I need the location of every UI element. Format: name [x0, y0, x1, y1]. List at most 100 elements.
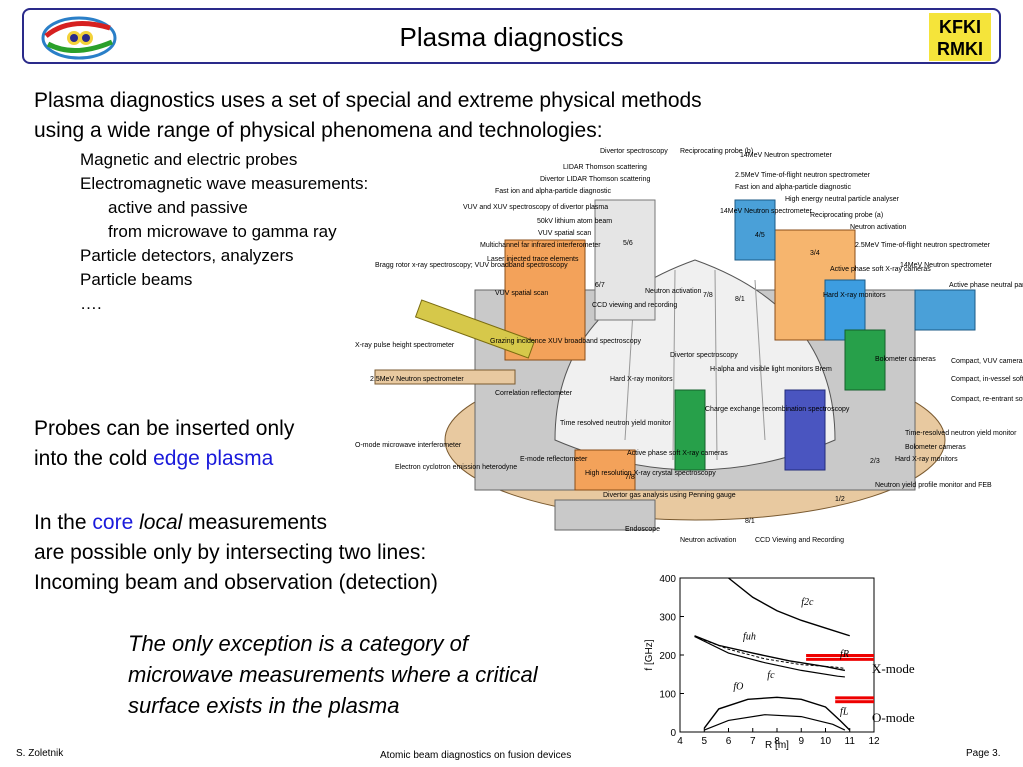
- tokamak-label: Compact, re-entrant soft x-ray camera: [951, 396, 1023, 403]
- footer-author: S. Zoletnik: [16, 748, 64, 759]
- x-tick-label: 6: [726, 736, 732, 747]
- x-tick-label: 7: [750, 736, 756, 747]
- tokamak-label: Neutron yield profile monitor and FEB: [875, 482, 992, 489]
- tokamak-label: Compact, in-vessel soft x-ray camera: [951, 376, 1023, 383]
- tokamak-label: E-mode reflectometer: [520, 456, 588, 463]
- tokamak-drawing: [374, 199, 976, 531]
- x-tick-label: 4: [677, 736, 683, 747]
- intro-text: Plasma diagnostics uses a set of special…: [34, 89, 702, 142]
- tokamak-label: Divertor LIDAR Thomson scattering: [540, 176, 651, 183]
- x-axis-label: R [m]: [765, 740, 789, 750]
- tokamak-label: VUV and XUV spectroscopy of divertor pla…: [463, 204, 609, 211]
- edge-plasma-highlight: edge plasma: [153, 447, 274, 470]
- curve-label: fO: [733, 682, 743, 693]
- tokamak-label: Reciprocating probe (a): [810, 212, 884, 219]
- tokamak-label: 8/1: [735, 296, 745, 303]
- tokamak-label: Electron cyclotron emission heterodyne: [395, 464, 518, 471]
- o-mode-label: O-mode: [872, 710, 915, 725]
- o-mode-arrow: [835, 700, 874, 704]
- y-tick-label: 400: [659, 574, 676, 585]
- list-subitem: from microwave to gamma ray: [108, 222, 337, 241]
- y-tick-label: 300: [659, 613, 676, 624]
- tokamak-label: 14MeV Neutron spectrometer: [720, 208, 812, 215]
- exception-text: The only exception is a category of micr…: [128, 631, 538, 718]
- tokamak-label: O-mode microwave interferometer: [355, 442, 462, 449]
- tokamak-label: CCD viewing and recording: [592, 302, 678, 309]
- footer-page: Page 3.: [966, 748, 1001, 759]
- curve-fc: [694, 635, 845, 678]
- x-tick-label: 5: [701, 736, 707, 747]
- tokamak-label: Neutron activation: [680, 537, 737, 544]
- tokamak-label: X-ray pulse height spectrometer: [355, 342, 455, 349]
- tokamak-label: 8/1: [745, 518, 755, 525]
- tokamak-label: 2.5MeV Time-of-flight neutron spectromet…: [735, 172, 871, 179]
- tokamak-label: 6/7: [595, 282, 605, 289]
- y-tick-label: 200: [659, 651, 676, 662]
- tokamak-label: Divertor spectroscopy: [670, 352, 738, 359]
- tokamak-label: Grazing incidence XUV broadband spectros…: [490, 338, 641, 345]
- tokamak-label: 14MeV Neutron spectrometer: [740, 152, 832, 159]
- tokamak-label: Hard X-ray monitors: [610, 376, 673, 383]
- tokamak-label: High energy neutral particle analyser: [785, 196, 900, 203]
- tokamak-label: High resolution X-ray crystal spectrosco…: [585, 470, 716, 477]
- list-item: Magnetic and electric probes: [80, 150, 298, 169]
- x-mode-arrow: [806, 657, 874, 661]
- tokamak-label: Multichannel far infrared interferometer: [480, 242, 601, 249]
- curve-fO: [703, 696, 851, 731]
- tokamak-label: Neutron activation: [850, 224, 907, 231]
- curve-f2c: [728, 577, 850, 637]
- x-tick-label: 12: [868, 736, 880, 747]
- tokamak-label: Bolometer cameras: [875, 356, 936, 363]
- tokamak-label: Correlation reflectometer: [495, 390, 573, 397]
- curve-label: fR: [840, 649, 849, 660]
- tokamak-label: H-alpha and visible light monitors Brem: [710, 366, 832, 373]
- core-text: In the core local measurements are possi…: [34, 511, 438, 594]
- curve-label: fL: [840, 707, 849, 718]
- tokamak-label: 2.5MeV Time-of-flight neutron spectromet…: [855, 242, 991, 249]
- tokamak-label: Bragg rotor x-ray spectroscopy; VUV broa…: [375, 262, 568, 269]
- tokamak-label: LIDAR Thomson scattering: [563, 164, 647, 171]
- list-item: Electromagnetic wave measurements:: [80, 174, 369, 193]
- methods-list: Magnetic and electric probes Electromagn…: [80, 148, 368, 316]
- list-subitem: active and passive: [108, 198, 248, 217]
- tokamak-label: Endoscope: [625, 526, 661, 533]
- tokamak-label: Active phase soft X-ray cameras: [830, 266, 931, 273]
- tokamak-label: VUV spatial scan: [538, 230, 592, 237]
- x-tick-label: 10: [820, 736, 832, 747]
- page-title: Plasma diagnostics: [399, 22, 624, 52]
- list-item: Particle beams: [80, 270, 193, 289]
- core-highlight: core: [92, 511, 134, 534]
- x-mode-label: X-mode: [872, 661, 915, 676]
- list-item: Particle detectors, analyzers: [80, 246, 294, 265]
- o-mode-arrow: [835, 696, 874, 700]
- curve-fR: [694, 636, 845, 669]
- tokamak-label: 14MeV Neutron spectrometer: [900, 262, 992, 269]
- x-mode-arrow: [806, 654, 874, 657]
- conference-logo: [41, 16, 117, 60]
- y-tick-label: 100: [659, 690, 676, 701]
- svg-text:RMKI: RMKI: [937, 39, 983, 59]
- y-tick-label: 0: [670, 728, 676, 739]
- tokamak-label: VUV spatial scan: [495, 290, 549, 297]
- tokamak-label: Compact, VUV camera: [951, 358, 1023, 365]
- tokamak-label: 4/5: [755, 232, 765, 239]
- curve-label: fc: [767, 670, 775, 681]
- tokamak-label: Divertor spectroscopy: [600, 148, 668, 155]
- tokamak-label: 1/2: [835, 496, 845, 503]
- tokamak-label: Divertor gas analysis using Penning gaug…: [603, 492, 736, 499]
- tokamak-label: 7/8: [703, 292, 713, 299]
- curve-fuh: [694, 635, 846, 672]
- kfki-rmki-logo: KFKI RMKI: [929, 13, 991, 61]
- curve-label: fuh: [743, 632, 756, 643]
- tokamak-label: 2.5MeV Neutron spectrometer: [370, 376, 464, 383]
- tokamak-label: CCD Viewing and Recording: [755, 537, 844, 544]
- tokamak-label: 50kV lithium atom beam: [537, 218, 613, 225]
- tokamak-label: Active phase soft X-ray cameras: [627, 450, 728, 457]
- y-axis-label: f [GHz]: [644, 639, 655, 670]
- tokamak-label: 5/6: [623, 240, 633, 247]
- tokamak-label: Reciprocating probe (b): [680, 148, 754, 155]
- x-tick-label: 9: [798, 736, 804, 747]
